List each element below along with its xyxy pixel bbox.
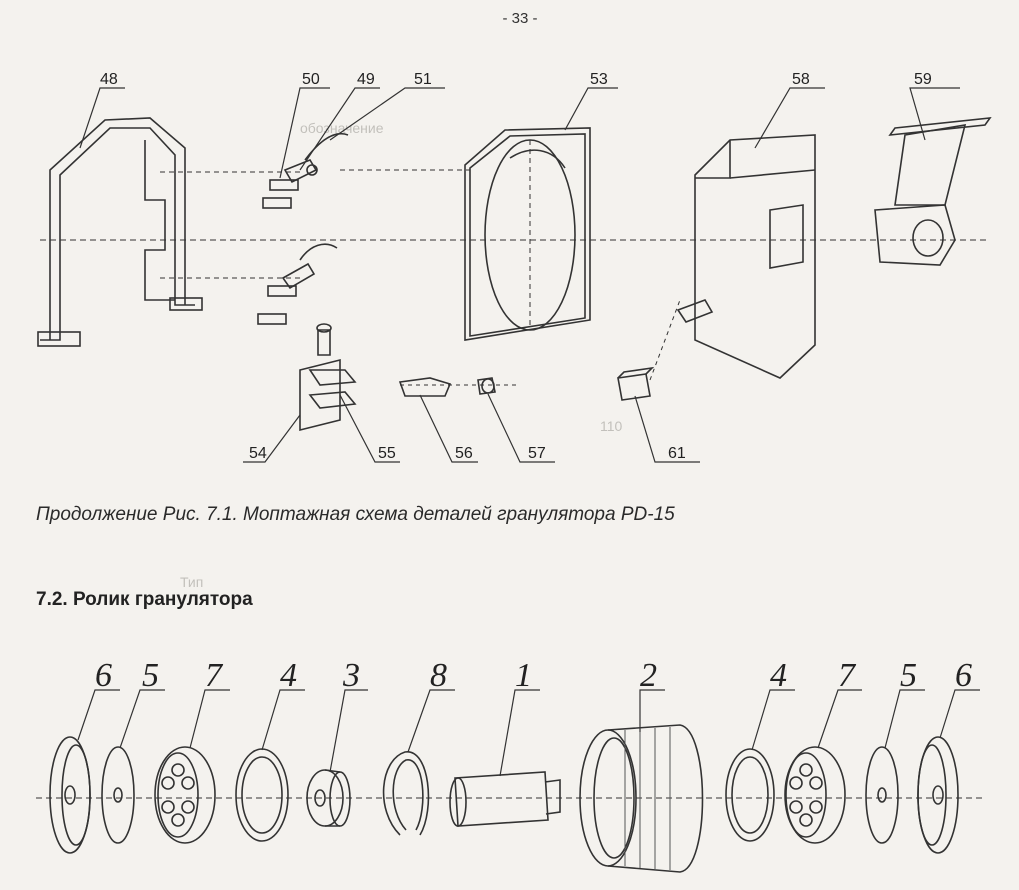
- roller-part-5-left: [101, 746, 135, 844]
- roller-part-8: [382, 751, 430, 836]
- roller-part-label: 6: [955, 657, 972, 694]
- roller-part-label: 3: [342, 657, 360, 694]
- roller-part-label: 7: [205, 657, 224, 694]
- roller-part-2: [579, 724, 704, 873]
- part-label: 55: [378, 445, 396, 462]
- part-label: 48: [100, 71, 118, 88]
- figure-caption: Продолжение Рис. 7.1. Моптажная схема де…: [36, 504, 675, 525]
- housing-part-58: [676, 134, 816, 379]
- pin-parts-56-57: [398, 377, 496, 397]
- clamp-parts-49-51: [257, 133, 349, 325]
- roller-part-label: 7: [838, 657, 857, 694]
- roller-part-1: [449, 771, 561, 827]
- block-part-61: [617, 366, 655, 401]
- bleed-through-text: 110: [600, 418, 623, 434]
- part-label: 61: [668, 445, 686, 462]
- section-title: 7.2. Ролик гранулятора: [36, 589, 253, 610]
- part-label: 54: [249, 445, 267, 462]
- roller-part-label: 8: [430, 657, 447, 694]
- part-label: 51: [414, 71, 432, 88]
- frame-part-48: [37, 117, 203, 347]
- roller-part-label: 4: [280, 657, 297, 694]
- part-label: 58: [792, 71, 810, 88]
- roller-part-label: 5: [142, 657, 159, 694]
- part-label: 56: [455, 445, 473, 462]
- roller-part-3: [306, 769, 351, 827]
- part-label: 57: [528, 445, 546, 462]
- roller-part-label: 1: [515, 657, 532, 694]
- bleed-through-text: обозначение: [300, 120, 384, 136]
- roller-part-6-right: [917, 736, 959, 854]
- part-label: 59: [914, 71, 932, 88]
- roller-part-label: 4: [770, 657, 787, 694]
- roller-part-label: 5: [900, 657, 917, 694]
- roller-part-6-left: [49, 736, 91, 854]
- roller-part-7-left: [154, 746, 216, 844]
- bleed-through-text: Тип: [180, 574, 204, 590]
- roller-part-5-right: [865, 746, 899, 844]
- part-label: 53: [590, 71, 608, 88]
- die-plate-53: [464, 127, 591, 341]
- part-label: 49: [357, 71, 375, 88]
- cover-part-59: [874, 117, 992, 266]
- roller-part-7-right: [784, 746, 846, 844]
- roller-part-4-right: [725, 748, 775, 842]
- roller-part-label: 2: [640, 657, 657, 694]
- bracket-parts-54-55: [299, 323, 357, 432]
- roller-part-4-left: [235, 748, 289, 842]
- part-label: 50: [302, 71, 320, 88]
- page-number: - 33 -: [502, 10, 538, 27]
- roller-part-label: 6: [95, 657, 112, 694]
